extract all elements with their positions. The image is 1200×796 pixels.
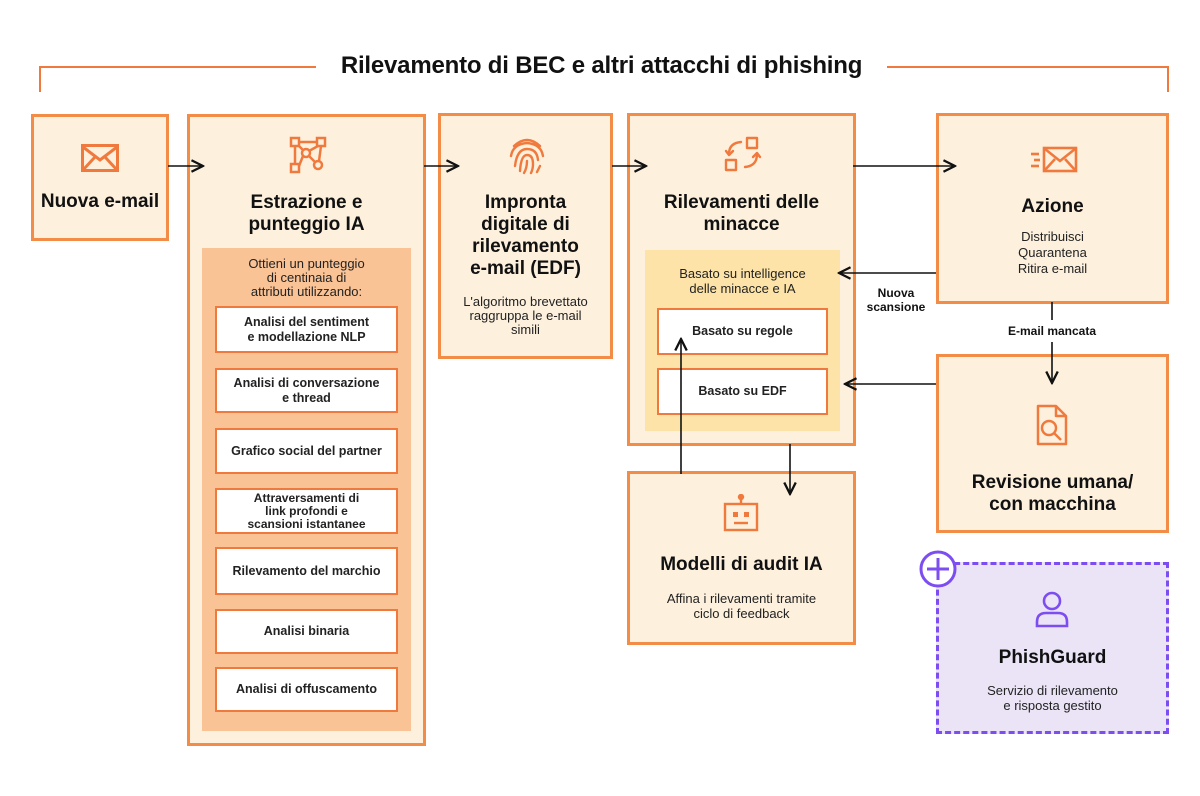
rules-based-item: Basato su regole	[657, 308, 828, 355]
new-email-label: Nuova e-mail	[40, 191, 160, 212]
attribute-item-line: Rilevamento del marchio	[232, 563, 381, 578]
edf-title-line3: rilevamento	[472, 236, 579, 257]
review-title-line1: Revisione umana/	[971, 472, 1134, 493]
audit-desc-line2: ciclo di feedback	[693, 606, 790, 621]
attribute-item-line: Analisi di offuscamento	[236, 682, 377, 696]
intelligence-line1: Basato su intelligence	[679, 266, 806, 281]
action-distribute: Distribuisci	[1021, 229, 1084, 244]
new-email-box: Nuova e-mail	[31, 114, 169, 241]
edf-desc-line1: L'algoritmo brevettato	[463, 294, 588, 309]
audit-models-box: Modelli di audit IA Affina i rilevamenti…	[627, 471, 856, 645]
attribute-item: Grafico social del partner	[215, 428, 398, 474]
phishguard-desc-line2: e risposta gestito	[1003, 698, 1102, 713]
attribute-item-line: e modellazione NLP	[247, 329, 366, 344]
attribute-item-line: link profondi e	[265, 503, 348, 518]
action-box: Azione Distribuisci Quarantena Ritira e-…	[936, 113, 1169, 304]
audit-desc-line1: Affina i rilevamenti tramite	[666, 591, 817, 606]
phishguard-description: Servizio di rilevamento e risposta gesti…	[939, 683, 1166, 713]
edf-based-item: Basato su EDF	[657, 368, 828, 415]
extraction-box: Estrazione e punteggio IA Ottieni un pun…	[187, 114, 426, 746]
phishguard-title: PhishGuard	[998, 647, 1107, 668]
rescan-label-line1: Nuova	[877, 286, 915, 300]
phishguard-box: PhishGuard Servizio di rilevamento e ris…	[936, 562, 1169, 734]
attribute-item-line: scansioni istantanee	[247, 516, 366, 531]
extraction-title-line1: Estrazione e	[250, 192, 363, 213]
edf-desc-line2: raggruppa le e-mail	[469, 308, 582, 323]
action-quarantine: Quarantena	[1018, 245, 1087, 260]
action-recall: Ritira e-mail	[1017, 261, 1088, 276]
attribute-item-line: Analisi binaria	[263, 624, 350, 638]
threat-title-line2: minacce	[703, 214, 780, 235]
diagram-title: Rilevamento di BEC e altri attacchi di p…	[340, 52, 863, 79]
fingerprint-icon	[507, 136, 547, 176]
edf-title-line1: Impronta	[484, 192, 567, 213]
action-list: Distribuisci Quarantena Ritira e-mail	[939, 229, 1166, 277]
threat-detection-box: Rilevamenti delle minacce Basato su inte…	[627, 113, 856, 446]
robot-icon	[721, 494, 761, 534]
attribute-item: Analisi binaria	[215, 609, 398, 654]
edf-title: Impronta digitale di rilevamento e-mail …	[441, 192, 610, 280]
attributes-intro-line1: Ottieni un punteggio	[248, 256, 365, 271]
phishguard-desc-line1: Servizio di rilevamento	[987, 683, 1118, 698]
title-bracket-right	[887, 66, 1169, 92]
attribute-item-line: e thread	[282, 390, 331, 405]
refresh-cycle-icon	[723, 136, 763, 174]
rescan-label: Nuova scansione	[857, 286, 935, 314]
attribute-item-line: Grafico social del partner	[231, 443, 382, 458]
threat-title-line1: Rilevamenti delle	[663, 192, 820, 213]
document-search-icon	[1034, 404, 1072, 446]
intelligence-line2: delle minacce e IA	[689, 281, 796, 296]
attributes-intro-line2: di centinaia di	[266, 270, 347, 285]
audit-models-title: Modelli di audit IA	[660, 554, 823, 575]
missed-email-label: E-mail mancata	[996, 324, 1108, 338]
review-title: Revisione umana/ con macchina	[939, 472, 1166, 516]
edf-box: Impronta digitale di rilevamento e-mail …	[438, 113, 613, 359]
network-nodes-icon	[289, 136, 327, 174]
rescan-label-line2: scansione	[866, 300, 926, 314]
plus-circle-icon	[918, 549, 958, 589]
fast-mail-icon	[1029, 146, 1079, 174]
attribute-item: Rilevamento del marchio	[215, 547, 398, 595]
attribute-item: Analisi di offuscamento	[215, 667, 398, 712]
envelope-icon	[81, 144, 119, 172]
attribute-item-line: Attraversamenti di	[253, 490, 360, 505]
extraction-title-line2: punteggio IA	[248, 214, 365, 235]
audit-models-description: Affina i rilevamenti tramite ciclo di fe…	[630, 591, 853, 621]
review-title-line2: con macchina	[989, 494, 1116, 515]
extraction-title: Estrazione e punteggio IA	[190, 192, 423, 236]
user-icon	[1033, 590, 1071, 628]
edf-title-line2: digitale di	[481, 214, 570, 235]
attributes-intro-line3: attributi utilizzando:	[250, 284, 363, 299]
edf-desc-line3: simili	[511, 322, 540, 337]
attribute-item-line: Analisi del sentiment	[243, 314, 370, 329]
title-bracket-left	[39, 66, 316, 92]
attributes-intro: Ottieni un punteggio di centinaia di att…	[202, 257, 411, 299]
edf-description: L'algoritmo brevettato raggruppa le e-ma…	[441, 295, 610, 337]
attribute-item-line: Analisi di conversazione	[233, 375, 380, 390]
edf-title-line4: e-mail (EDF)	[470, 258, 581, 279]
action-title: Azione	[1021, 196, 1084, 217]
threat-detection-title: Rilevamenti delle minacce	[630, 192, 853, 236]
attributes-panel: Ottieni un punteggio di centinaia di att…	[202, 248, 411, 731]
intelligence-panel-label: Basato su intelligence delle minacce e I…	[645, 266, 840, 296]
